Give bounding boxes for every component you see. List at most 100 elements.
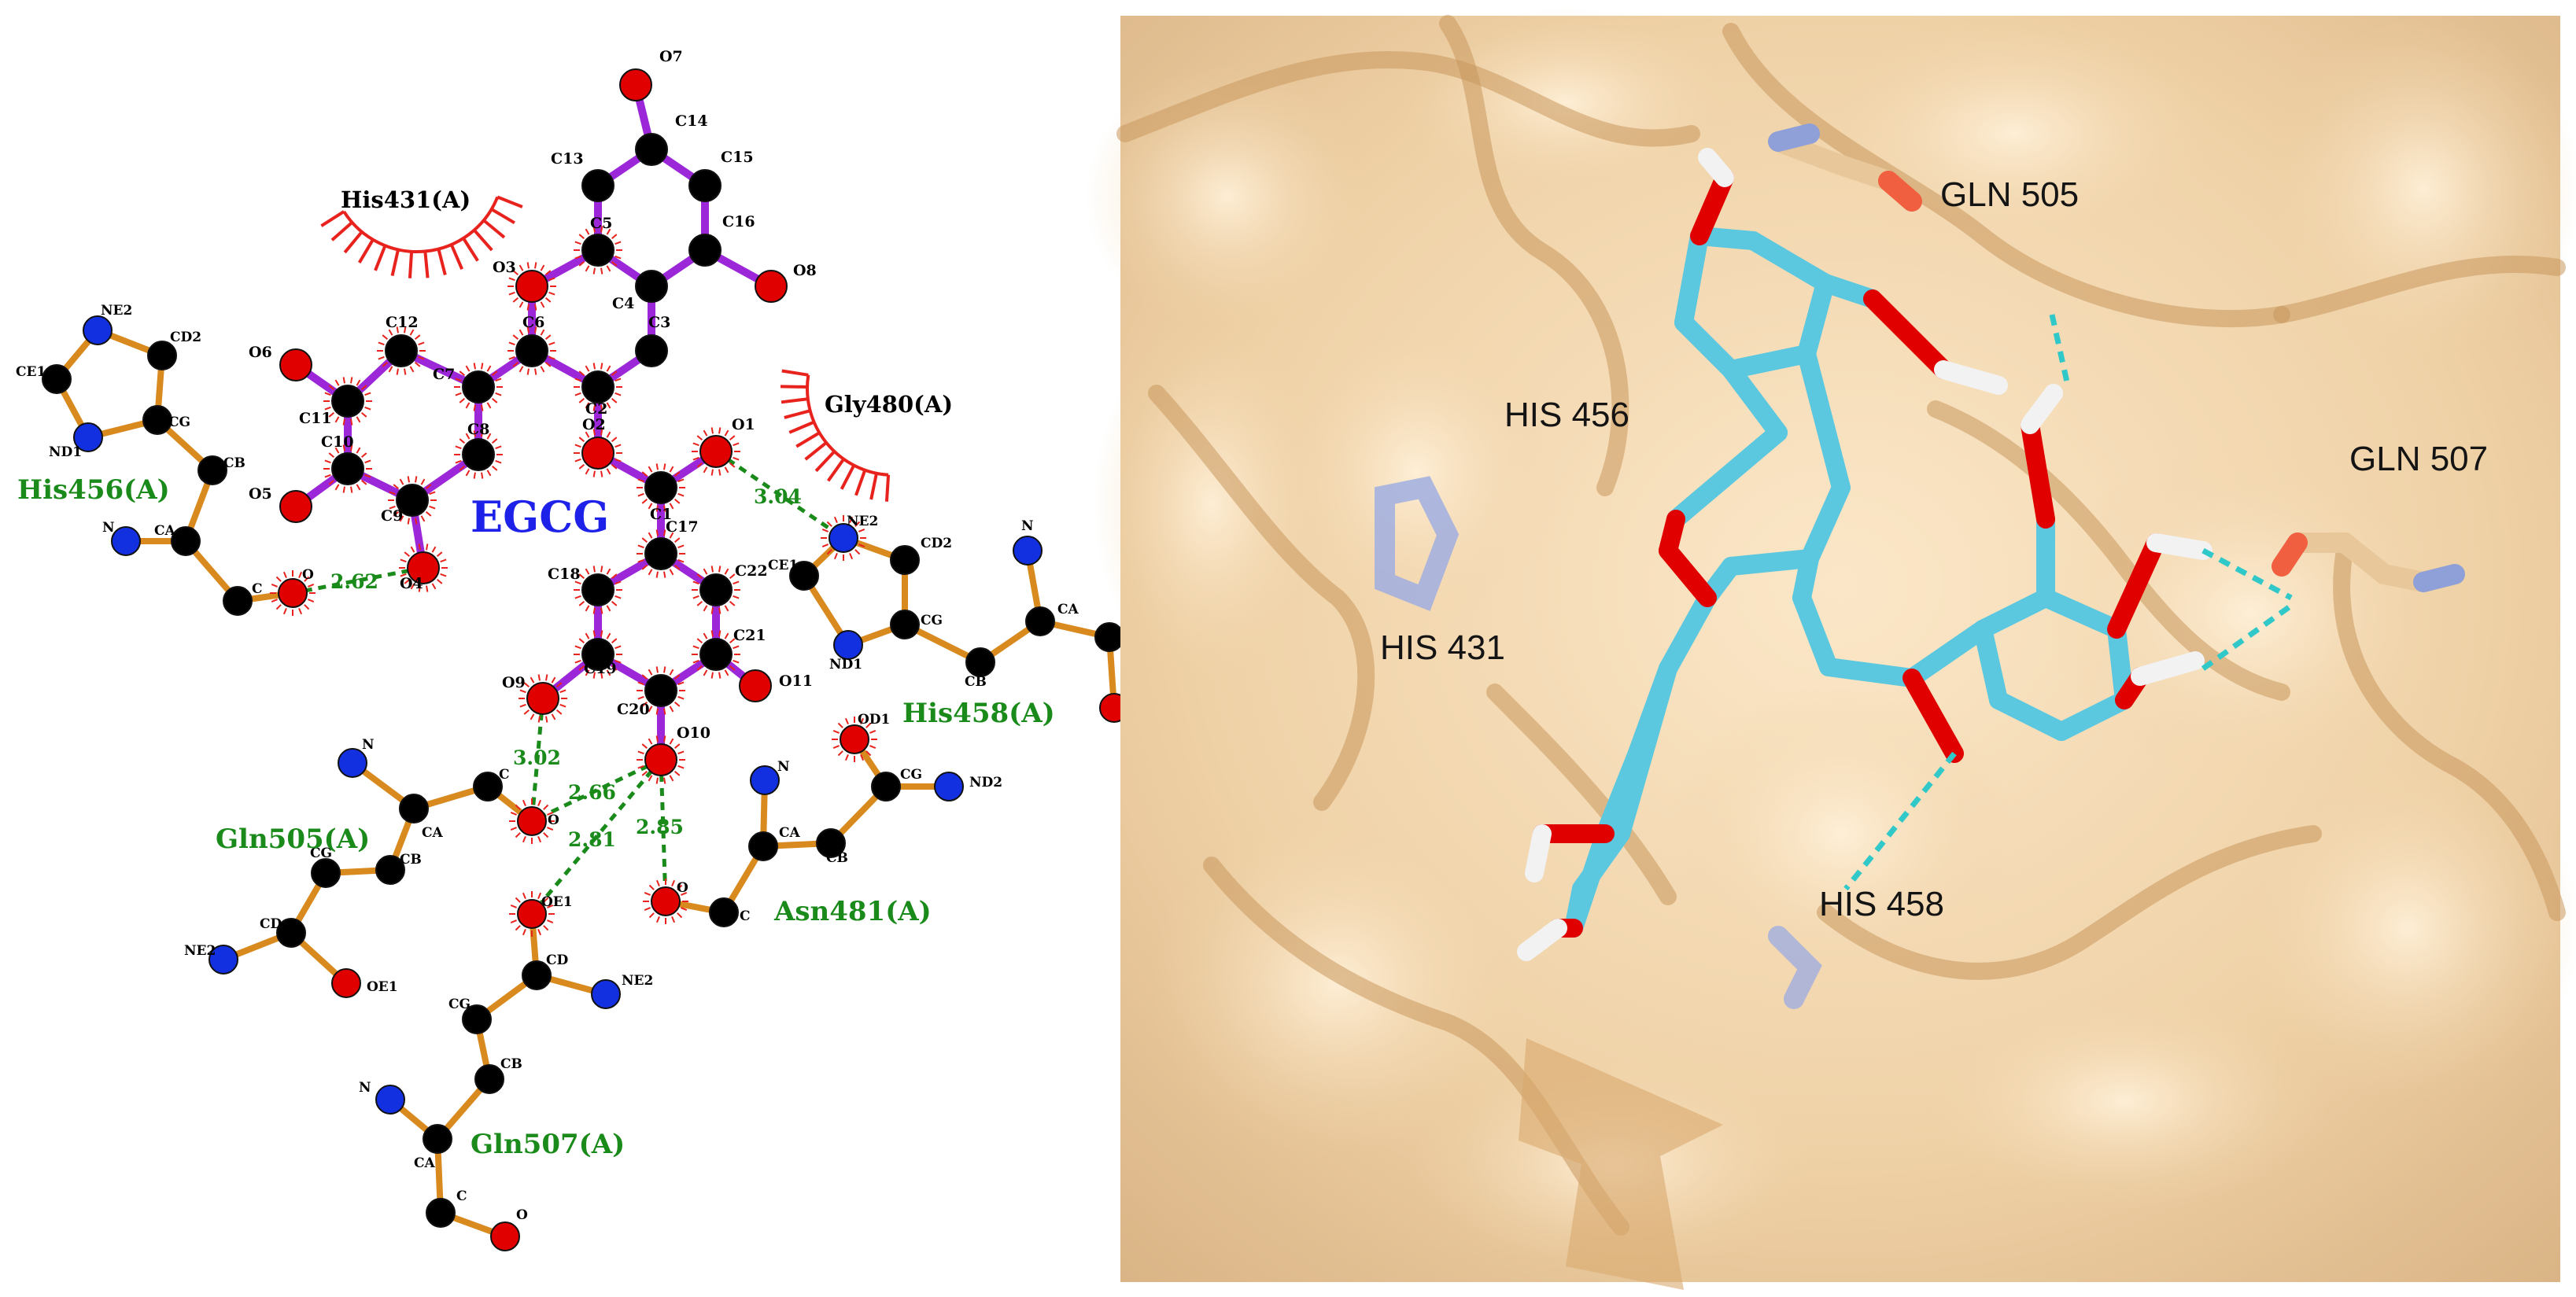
residue-atom-label-his456: C <box>252 581 263 597</box>
residue-atom-label-gln507: O <box>516 1207 528 1223</box>
atom-label: C8 <box>467 421 489 438</box>
residue-atom <box>517 806 547 836</box>
hbond-lines-3d <box>1843 314 2294 891</box>
ligand-stick <box>1698 148 1734 187</box>
ligand-atom <box>755 270 788 303</box>
ligand-3d-sticks <box>1517 148 2212 961</box>
residue-atom <box>338 748 367 778</box>
atom-label: C7 <box>433 366 455 383</box>
residue-atom-label-gln507: OE1 <box>541 894 573 910</box>
hydrophobic-contact-arcs <box>320 195 891 502</box>
ligand-stick <box>1611 659 1677 843</box>
ligand-stick <box>1744 231 1835 293</box>
ligand-stick <box>1525 824 1552 882</box>
hydrophobic-spikes <box>574 363 622 411</box>
residue-atom-label-his458: CD2 <box>921 536 952 551</box>
ligand-stick <box>1674 227 1709 332</box>
residue-label-asn481: Asn481(A) <box>773 896 932 927</box>
ligand-atom <box>462 438 495 471</box>
hydrophobic-spikes <box>574 630 622 679</box>
ligand-stick <box>2052 691 2134 741</box>
residue-atom <box>276 918 306 948</box>
hydrophobic-spikes <box>270 570 316 616</box>
ligand-atom <box>635 334 668 367</box>
residue-atom <box>474 1064 504 1094</box>
residue-atom-label-his458: CG <box>921 613 943 628</box>
residue-atom <box>789 561 819 591</box>
ligand-atom <box>688 169 722 202</box>
hydrophobic-spikes <box>574 566 622 614</box>
ligand-atom <box>407 551 440 584</box>
residue-atom <box>278 578 308 608</box>
hydrophobic-spikes <box>507 326 556 375</box>
residue-atom-label-gln507: NE2 <box>622 973 653 989</box>
atom-label: C3 <box>648 314 670 331</box>
residue-atom-label-asn481: N <box>777 759 790 775</box>
ligand-stick <box>1989 691 2071 741</box>
hydrophobic-spikes <box>692 566 740 614</box>
ligand-stick <box>2021 384 2063 434</box>
residue-side-chains <box>1375 123 2465 1009</box>
residue-atom <box>965 647 995 677</box>
residue-atom-label-his456: CE1 <box>16 364 46 380</box>
residue-atom <box>83 315 113 345</box>
ligand-atom <box>331 385 364 418</box>
residue-atom-label-asn481: CA <box>779 825 801 841</box>
residue-atom-label-his458: CA <box>1057 602 1079 617</box>
residue-atom-label-gln505: O <box>548 812 559 828</box>
ligand-stick <box>1973 620 2008 709</box>
residue-atom <box>1025 606 1055 636</box>
ligand-stick <box>2021 415 2055 529</box>
ligand-stick <box>1517 919 1567 961</box>
atom-label: O10 <box>677 724 710 742</box>
ligand-atom <box>515 270 548 303</box>
residue-atom <box>375 855 405 885</box>
ligand-stick <box>1666 423 1788 529</box>
hbond-distance-d3: 3.02 <box>513 746 561 769</box>
residue-atom <box>399 794 429 824</box>
residue-atom <box>42 364 72 394</box>
structure-label-his431: HIS 431 <box>1380 628 1505 667</box>
atom-label: C21 <box>733 627 766 644</box>
ligand-stick <box>1690 168 1734 245</box>
ligand-atom <box>635 270 668 303</box>
ligand-atom <box>581 573 614 606</box>
ligand-stick <box>2036 588 2126 639</box>
residue-atom <box>934 772 964 801</box>
hydrophobic-spikes <box>821 515 866 561</box>
ligand-stick <box>2146 533 2212 560</box>
residue-atom <box>829 523 858 553</box>
residue-atom <box>840 724 869 754</box>
hbond-distance-d1: 2.62 <box>330 570 378 593</box>
ligand-stick <box>1819 658 1921 687</box>
ligand-atom <box>644 674 677 707</box>
hbond-distance-d2: 3.04 <box>754 485 802 508</box>
residue-atom-label-gln507: CB <box>500 1056 522 1072</box>
ligand-atom <box>462 370 495 403</box>
hbond-line <box>714 449 845 540</box>
hydrophobic-spikes <box>509 798 555 844</box>
residue-atom <box>890 610 920 639</box>
residue-atom <box>209 945 238 975</box>
hydrophobic-spikes <box>454 363 503 411</box>
ligand-atom <box>688 234 722 267</box>
residue-atom <box>591 979 621 1009</box>
structure-label-his456: HIS 456 <box>1504 396 1629 434</box>
hydrophobic-spikes <box>574 226 622 275</box>
ligand-stick <box>1973 588 2055 639</box>
hydrophobic-spikes <box>692 630 740 679</box>
residue-atom-label-gln507: C <box>456 1188 467 1204</box>
ligand-atom <box>699 573 733 606</box>
hydrophobic-spikes <box>692 427 740 476</box>
residue-atom-label-gln505: CB <box>400 852 422 868</box>
residue-atom <box>816 828 846 858</box>
ligand-stick <box>1792 588 1838 676</box>
ligand-atom <box>385 334 418 367</box>
ligand-stick <box>1797 274 1835 363</box>
atom-label: C9 <box>381 507 403 525</box>
residue-atom-label-gln505: OE1 <box>367 979 398 995</box>
residue-atom-label-gln507: CA <box>414 1155 436 1171</box>
hydrophobic-spikes <box>832 717 877 762</box>
residue-atom-label-his458: CB <box>965 674 987 690</box>
